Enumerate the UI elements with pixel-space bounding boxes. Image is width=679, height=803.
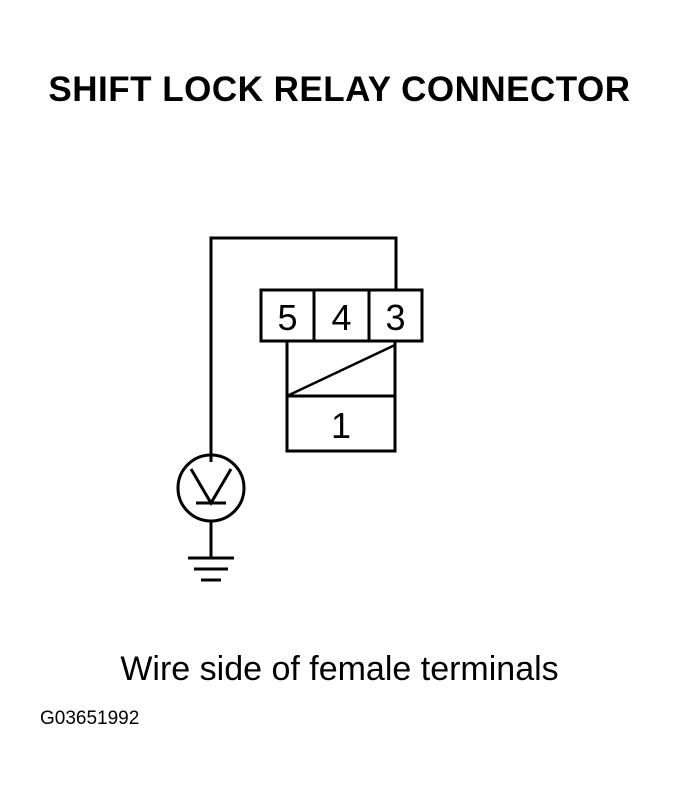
diagram-caption: Wire side of female terminals (120, 650, 559, 688)
ground-symbol-icon (188, 556, 234, 582)
probe-wire (209, 236, 398, 462)
figure-id: G03651992 (40, 708, 140, 729)
pin-3-label: 3 (385, 297, 405, 338)
unused-cavity-slash (286, 343, 396, 398)
pin-5-label: 5 (277, 297, 297, 338)
voltmeter-icon (176, 453, 246, 523)
diagram-title: SHIFT LOCK RELAY CONNECTOR (48, 70, 631, 109)
pin-4-label: 4 (331, 297, 351, 338)
pin-1-label: 1 (331, 405, 351, 446)
connector-body (285, 339, 397, 453)
pin-1-cell (285, 394, 397, 453)
